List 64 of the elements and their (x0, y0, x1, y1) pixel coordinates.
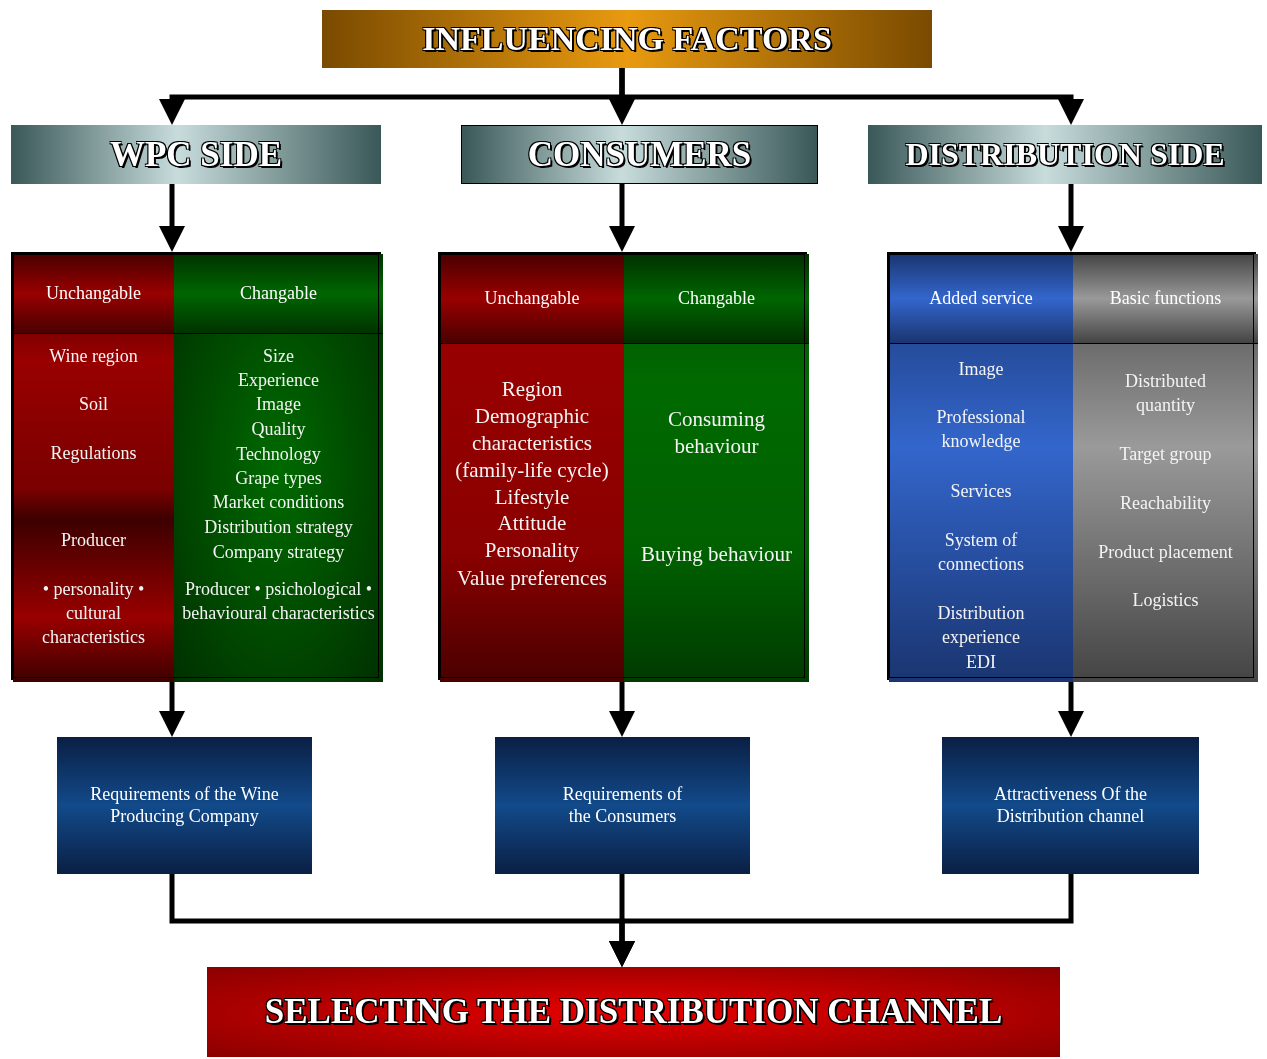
factor-table (887, 252, 1256, 680)
section-header: CONSUMERS (461, 125, 818, 184)
factor-text: Experience (238, 369, 319, 392)
factor-text: Image (958, 358, 1004, 381)
column-header: Unchangable (440, 254, 624, 344)
factor-text: Target group (1119, 443, 1212, 466)
title-banner: INFLUENCING FACTORS (322, 10, 932, 68)
arrow (159, 184, 185, 252)
factor-text: Reachability (1120, 492, 1211, 515)
factor-column (1073, 254, 1258, 682)
column-header: Added service (889, 254, 1073, 344)
factor-column (624, 254, 809, 682)
factor-text: Logistics (1132, 589, 1199, 612)
arrow (159, 680, 185, 737)
factor-text: Product placement (1098, 541, 1233, 564)
factor-text: Producer • psichological • behavioural characteristics (181, 578, 376, 625)
factor-text: Services (950, 480, 1012, 503)
result-box: Requirements of the Consumers (495, 737, 750, 874)
arrow (1058, 184, 1084, 252)
factor-text: Consuming behaviour (667, 406, 766, 460)
factor-text: Personality (484, 537, 580, 564)
factor-text: Producer (61, 529, 126, 552)
section-header: WPC SIDE (11, 125, 381, 184)
factor-text: Image (256, 393, 301, 416)
factor-text: Soil (79, 393, 108, 416)
arrow (619, 68, 1084, 125)
column-header: Changable (174, 254, 383, 334)
factor-text: • personality • cultural characteristics (41, 578, 146, 649)
factor-text: Quality (251, 418, 306, 441)
factor-text: Region (501, 376, 563, 403)
factor-text: Size (263, 345, 294, 368)
factor-table (11, 252, 381, 680)
column-header: Changable (624, 254, 809, 344)
factor-text: Value preferences (457, 565, 607, 592)
factor-text: Attitude (497, 510, 567, 537)
factor-text: Professional knowledge (935, 406, 1027, 453)
arrow (609, 184, 635, 252)
column-header: Basic functions (1073, 254, 1258, 344)
factor-text: Demographic characteristics (family-life cycle) (454, 403, 610, 484)
arrow (609, 680, 635, 737)
factor-column (13, 254, 174, 682)
factor-table (438, 252, 807, 680)
factor-text: EDI (966, 651, 996, 674)
factor-text: Lifestyle (494, 484, 570, 511)
result-box: Attractiveness Of the Distribution channel (942, 737, 1199, 874)
factor-column (440, 254, 624, 682)
column-header: Unchangable (13, 254, 174, 334)
factor-text: Buying behaviour (640, 541, 793, 568)
factor-text: Distributed quantity (1124, 370, 1207, 417)
factor-column (889, 254, 1073, 682)
arrow (609, 874, 1074, 967)
factor-text: Technology (236, 443, 321, 466)
factor-text: Distribution experience (936, 602, 1026, 649)
factor-text: Company strategy (212, 541, 345, 564)
factor-text: Regulations (50, 442, 137, 465)
factor-text: System of connections (937, 529, 1025, 576)
goal-banner: SELECTING THE DISTRIBUTION CHANNEL (207, 967, 1060, 1057)
arrow (1058, 680, 1084, 737)
factor-text: Wine region (49, 345, 138, 368)
factor-text: Distribution strategy (204, 516, 353, 539)
result-box: Requirements of the Wine Producing Company (57, 737, 312, 874)
factor-text: Grape types (235, 467, 322, 490)
factor-text: Market conditions (212, 491, 345, 514)
factor-column (174, 254, 383, 682)
